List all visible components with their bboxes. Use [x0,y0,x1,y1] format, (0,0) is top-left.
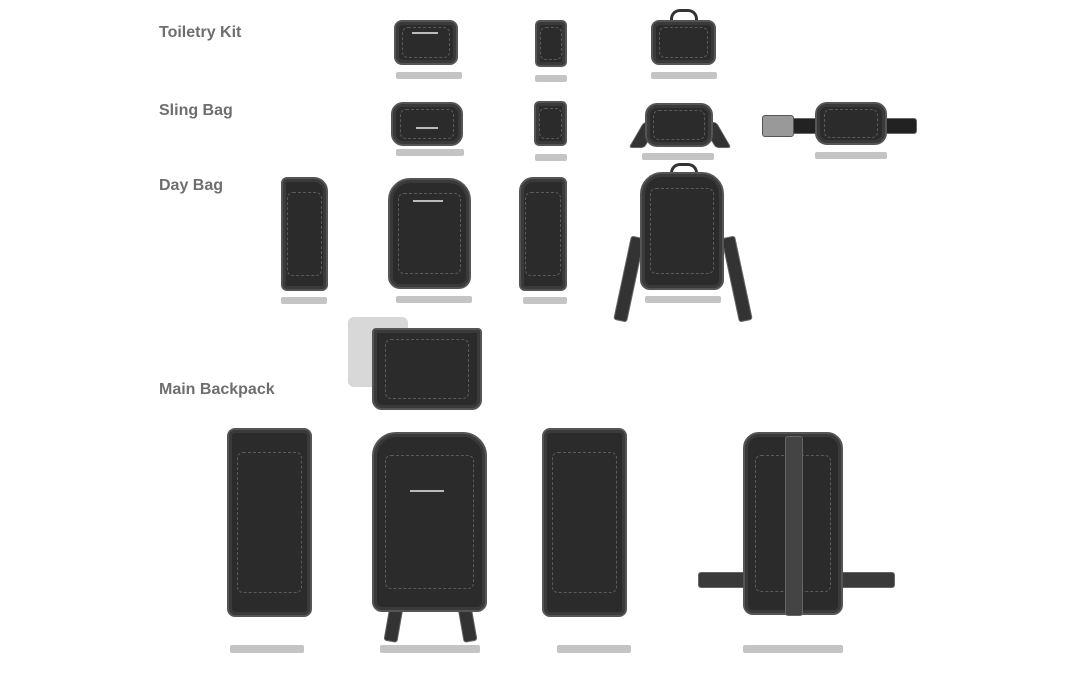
sling-bag-worn [815,102,887,145]
shadow [535,75,567,82]
shadow [396,296,472,303]
shoulder-strap [721,235,753,323]
shadow [642,153,714,160]
section-label-toiletry-kit: Toiletry Kit [159,24,242,41]
shadow [396,72,462,79]
center-strap [785,436,803,616]
main-backpack-right-side [542,428,627,617]
day-bag-left-side [281,177,328,291]
shadow [645,296,721,303]
sling-bag-back [645,103,713,147]
shadow [230,645,304,653]
sling-bag-side [534,101,567,146]
shadow [815,152,887,159]
logo-mark [416,127,438,129]
day-bag-front [388,178,471,289]
shadow [396,149,464,156]
handle [670,163,698,178]
shadow [743,645,843,653]
main-backpack-left-side [227,428,312,617]
shadow [535,154,567,161]
toiletry-kit-side [535,20,567,67]
main-backpack-front [372,432,487,612]
main-backpack-top-view [372,328,482,410]
buckle-icon [762,115,794,137]
shadow [557,645,631,653]
logo-mark [412,32,438,34]
toiletry-kit-front [394,20,458,65]
section-label-main-backpack: Main Backpack [159,381,275,398]
toiletry-kit-back [651,20,716,65]
handle [670,9,698,26]
shadow [380,645,480,653]
logo-mark [410,490,444,492]
shadow [281,297,327,304]
shadow [651,72,717,79]
sling-bag-front [391,102,463,146]
day-bag-back [640,172,724,290]
logo-mark [413,200,443,202]
day-bag-right-side [519,177,567,291]
section-label-sling-bag: Sling Bag [159,102,233,119]
section-label-day-bag: Day Bag [159,177,224,194]
shadow [523,297,567,304]
